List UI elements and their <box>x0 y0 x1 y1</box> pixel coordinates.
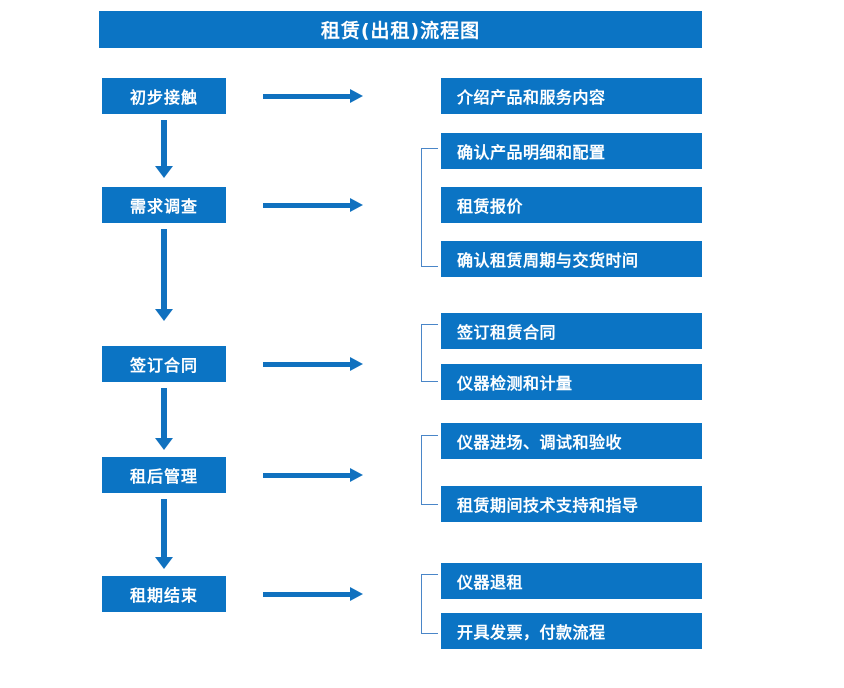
detail-box-2-2[interactable]: 租赁报价 <box>441 187 702 223</box>
arrow-head <box>350 357 363 371</box>
arrow-shaft <box>263 362 351 367</box>
detail-box-3-2[interactable]: 仪器检测和计量 <box>441 364 702 400</box>
arrow-head <box>350 468 363 482</box>
group-bracket-5 <box>421 574 438 634</box>
arrow-head <box>155 557 173 569</box>
detail-box-5-2[interactable]: 开具发票，付款流程 <box>441 613 702 649</box>
detail-box-4-1[interactable]: 仪器进场、调试和验收 <box>441 423 702 459</box>
arrow-head <box>155 438 173 450</box>
stage-box-5[interactable]: 租期结束 <box>102 576 226 612</box>
arrow-shaft <box>263 203 351 208</box>
flow-arrow-right-2 <box>263 198 363 212</box>
arrow-head <box>350 198 363 212</box>
group-bracket-3 <box>421 324 438 382</box>
group-bracket-4 <box>421 435 438 505</box>
detail-box-2-1[interactable]: 确认产品明细和配置 <box>441 133 702 169</box>
detail-box-2-3[interactable]: 确认租赁周期与交货时间 <box>441 241 702 277</box>
stage-box-3[interactable]: 签订合同 <box>102 346 226 382</box>
arrow-shaft <box>161 229 167 309</box>
arrow-head <box>155 309 173 321</box>
detail-box-5-1[interactable]: 仪器退租 <box>441 563 702 599</box>
arrow-shaft <box>263 94 351 99</box>
flow-arrow-right-5 <box>263 587 363 601</box>
flow-arrow-down-1 <box>155 120 173 178</box>
detail-box-3-1[interactable]: 签订租赁合同 <box>441 313 702 349</box>
detail-box-4-2[interactable]: 租赁期间技术支持和指导 <box>441 486 702 522</box>
flow-arrow-right-4 <box>263 468 363 482</box>
stage-box-2[interactable]: 需求调查 <box>102 187 226 223</box>
group-bracket-2 <box>421 148 438 267</box>
detail-box-1-1[interactable]: 介绍产品和服务内容 <box>441 78 702 114</box>
diagram-title: 租赁(出租)流程图 <box>99 11 702 48</box>
arrow-shaft <box>161 388 167 438</box>
flow-arrow-down-4 <box>155 499 173 569</box>
flow-arrow-down-2 <box>155 229 173 321</box>
arrow-shaft <box>263 592 351 597</box>
arrow-head <box>350 587 363 601</box>
arrow-shaft <box>161 499 167 557</box>
stage-box-1[interactable]: 初步接触 <box>102 78 226 114</box>
arrow-shaft <box>161 120 167 166</box>
stage-box-4[interactable]: 租后管理 <box>102 457 226 493</box>
arrow-head <box>155 166 173 178</box>
arrow-shaft <box>263 473 351 478</box>
flow-arrow-right-3 <box>263 357 363 371</box>
flow-arrow-down-3 <box>155 388 173 450</box>
arrow-head <box>350 89 363 103</box>
flow-arrow-right-1 <box>263 89 363 103</box>
